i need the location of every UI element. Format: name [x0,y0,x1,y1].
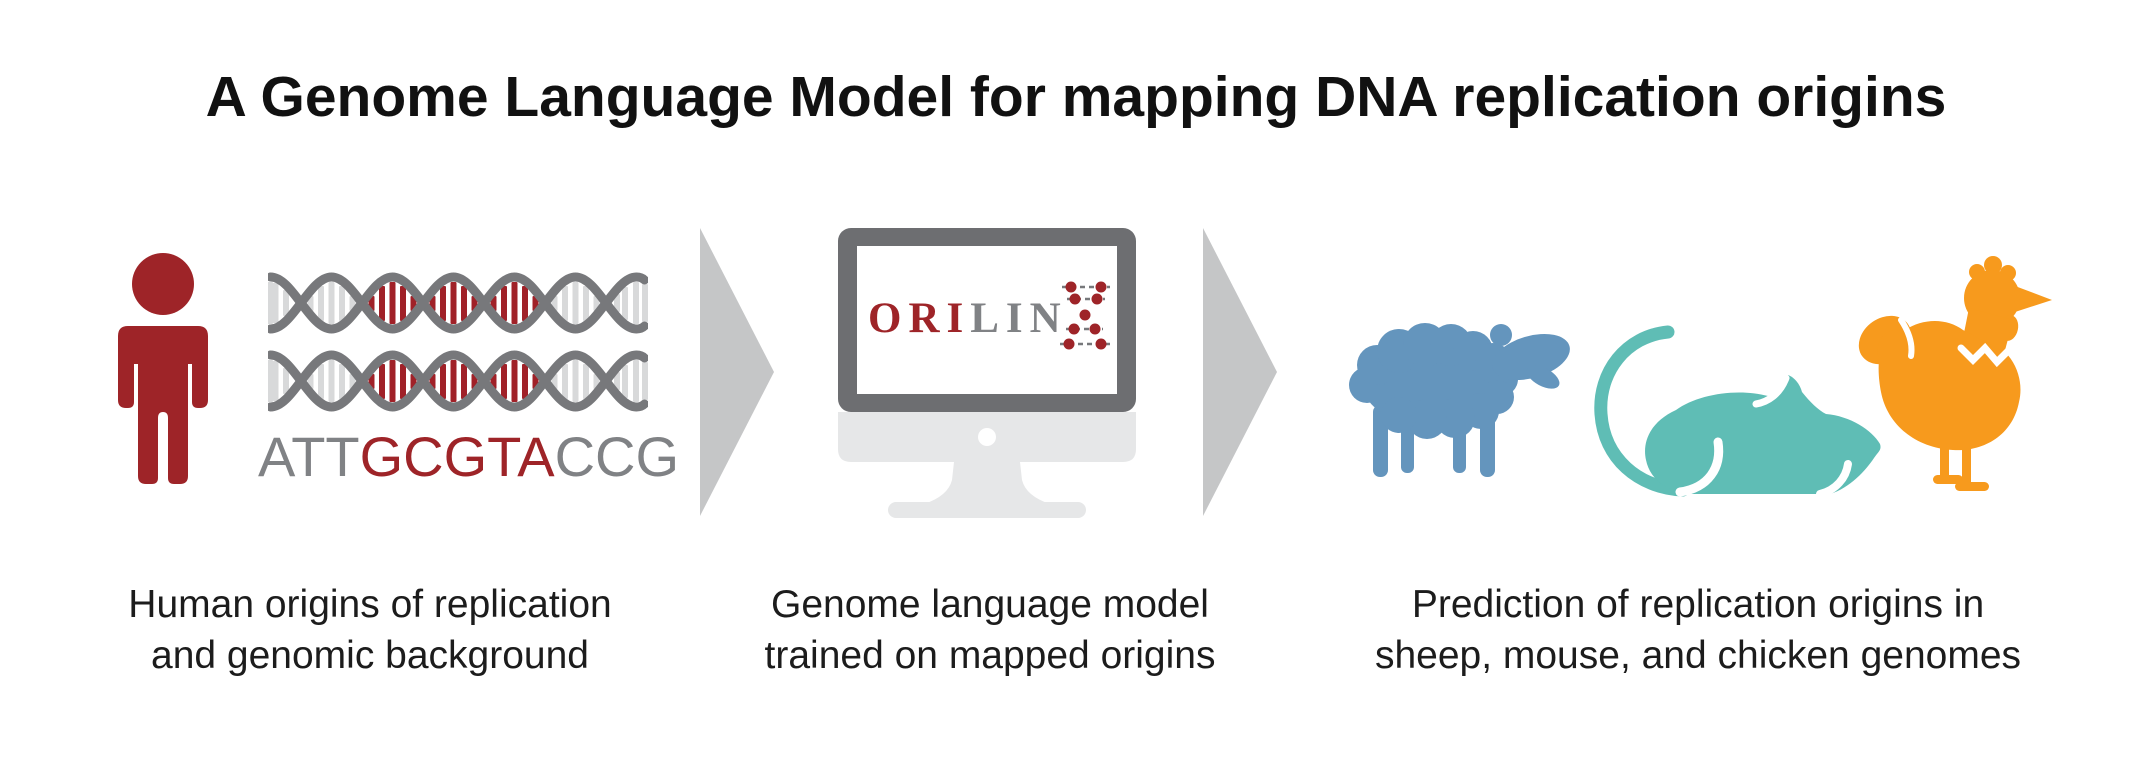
orilin-logo: ORILIN [868,281,1110,350]
svg-text:ORILIN: ORILIN [868,295,1068,342]
panel-input [88,250,238,488]
chicken-icon [1843,256,2055,500]
logo-text-primary: ORI [868,295,970,342]
monitor-camera-dot [978,428,996,446]
caption-output: Prediction of replication origins in she… [1358,580,2038,681]
arrow-right-icon [1203,228,1277,516]
dna-dots-icon [1060,281,1110,350]
caption-output-line1: Prediction of replication origins in [1411,583,1985,626]
dna-helix-bottom-icon [268,343,648,419]
sequence-highlight: GCGTA [359,425,555,488]
figure-title: A Genome Language Model for mapping DNA … [205,65,1947,129]
sequence-suffix: CCG [554,425,680,488]
caption-model-line2: trained on mapped origins [764,633,1216,677]
caption-input: Human origins of replication and genomic… [60,580,680,681]
caption-output-line2: sheep, mouse, and chicken genomes [1374,633,2022,677]
caption-model-line1: Genome language model [771,583,1209,626]
dna-helix-top-icon [268,265,648,341]
sequence-text: ATTGCGTACCG [258,424,679,489]
monitor-icon: ORILIN [838,228,1136,518]
sheep-icon [1343,313,1573,485]
sequence-prefix: ATT [258,425,360,488]
caption-input-line1: Human origins of replication [128,583,612,626]
dna-strands [268,272,648,334]
panel-model: ORILIN [838,228,1138,520]
human-icon [118,253,208,484]
caption-model: Genome language model trained on mapped … [680,580,1300,681]
arrow-right-icon [700,228,774,516]
caption-input-line2: and genomic background [151,633,589,677]
mouse-icon [1588,318,1888,510]
logo-text-secondary: LIN [970,295,1067,342]
